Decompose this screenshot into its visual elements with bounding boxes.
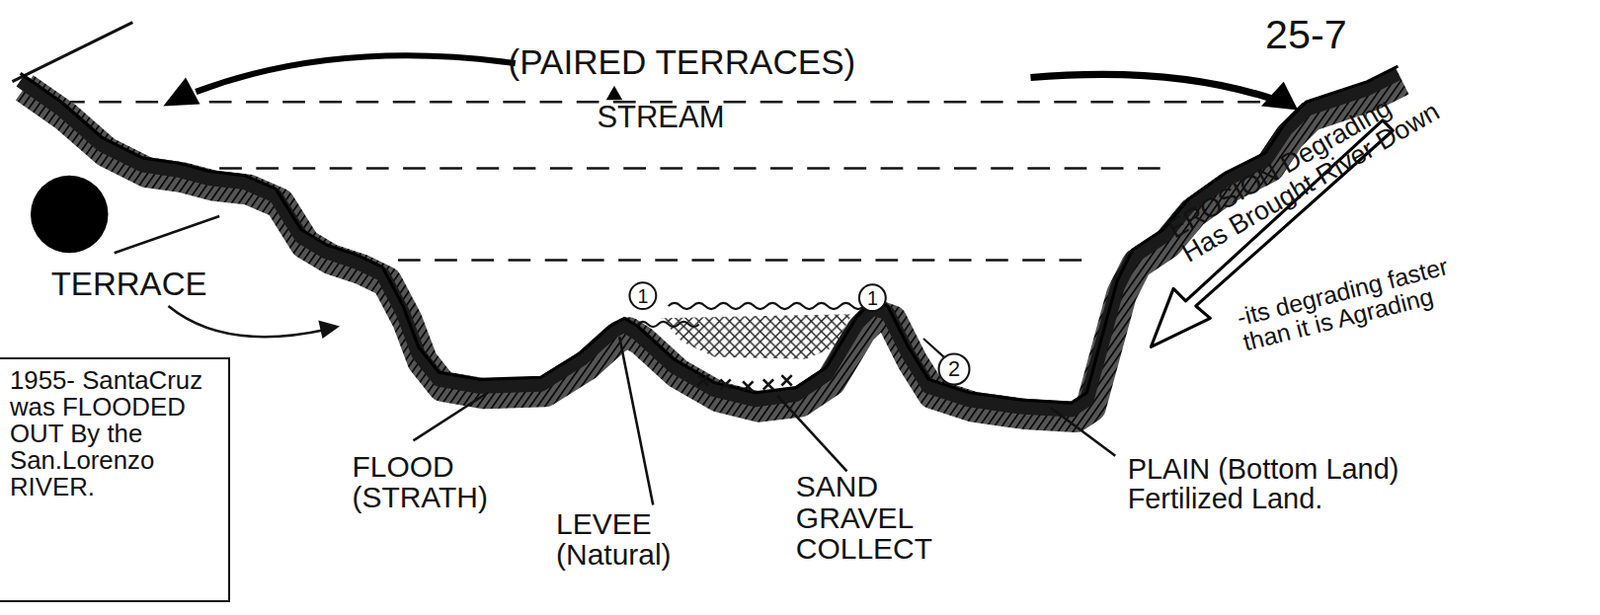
- margin-stroke: [11, 22, 133, 82]
- bracket-arrow: [195, 55, 515, 92]
- leader-line: [412, 393, 487, 442]
- level-line: [398, 258, 1095, 262]
- arrow-head: [162, 78, 200, 107]
- bracket-arrow: [1030, 74, 1276, 100]
- leader-line: [114, 216, 220, 253]
- water-ripple: [638, 321, 700, 327]
- callout-number: 1: [627, 285, 658, 307]
- terrace-arrow: [167, 306, 326, 337]
- part-label: FLOOD (STRATH): [351, 451, 505, 514]
- note-box: 1955- SantaCruz was FLOODED OUT By the S…: [0, 357, 231, 603]
- hole-punch: [30, 175, 109, 254]
- gravel-marks: [698, 375, 793, 393]
- heading-label: (PAIRED TERRACES): [508, 44, 1050, 81]
- arrow-head: [318, 320, 340, 339]
- channel-water: [660, 314, 852, 359]
- leader-line: [619, 336, 653, 505]
- part-label: TERRACE: [51, 267, 256, 303]
- note-text: EROSION Degrading Has Brought River Down: [1163, 66, 1457, 268]
- leader-line: [1050, 407, 1116, 457]
- level-line: [219, 166, 1174, 170]
- part-label: LEVEE (Natural): [556, 508, 720, 571]
- callout-number: 1: [857, 287, 888, 309]
- sheet-number: 25-7: [1265, 13, 1409, 57]
- callout-number: 2: [939, 358, 970, 382]
- note-text: 1955- SantaCruz was FLOODED OUT By the S…: [9, 367, 220, 502]
- water-surface: [668, 303, 865, 310]
- part-label: PLAIN (Bottom Land) Fertilized Land.: [1127, 454, 1404, 515]
- arrow-head: [1261, 81, 1298, 111]
- callout-circle: [939, 354, 970, 386]
- note-text: -its degrading faster than it is Agradin…: [1234, 242, 1500, 356]
- callout-tick: [923, 338, 945, 358]
- part-label: SAND GRAVEL COLLECT: [796, 471, 960, 564]
- stream-label: STREAM: [596, 101, 781, 135]
- stream-marker: [606, 85, 624, 100]
- leader-line: [777, 396, 847, 472]
